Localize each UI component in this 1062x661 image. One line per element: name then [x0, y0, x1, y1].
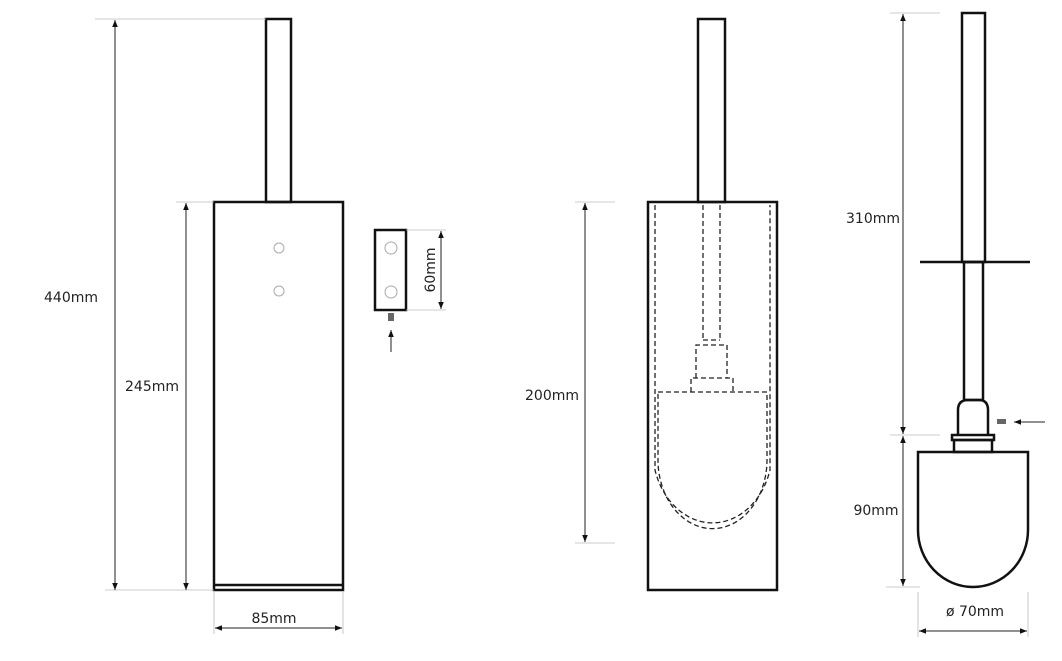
dimension-label-70: ø 70mm	[946, 604, 1004, 620]
brush-head	[916, 450, 1030, 589]
bracket-view: 60mm	[373, 228, 446, 352]
hidden-handle	[702, 205, 721, 341]
set-screw-icon	[997, 419, 1006, 424]
brush-neck	[956, 398, 990, 435]
brush-handle-top	[960, 11, 987, 264]
brush-handle-bottom	[962, 260, 985, 402]
inner-liner-hidden	[654, 205, 771, 524]
dimension-label-310: 310mm	[846, 211, 900, 227]
dimension-label-440: 440mm	[44, 290, 98, 306]
dimension-label-85: 85mm	[251, 611, 296, 627]
hidden-neck	[695, 344, 728, 378]
hidden-brush-head	[657, 391, 768, 530]
holder-body	[646, 200, 779, 592]
holder-body	[212, 200, 345, 592]
set-screw-icon	[388, 313, 394, 321]
brush-handle	[696, 17, 727, 204]
mounting-hole	[273, 285, 285, 297]
dimension-label-200: 200mm	[525, 388, 579, 404]
brush-ferrule	[952, 438, 994, 454]
brush-handle	[264, 17, 293, 204]
wall-bracket	[373, 228, 408, 312]
mounting-hole	[273, 242, 285, 254]
mounting-hole	[384, 285, 398, 299]
brush-view: 310mm 90mm ø 70mm	[846, 11, 1045, 637]
front-view: 440mm 245mm 85mm	[44, 17, 345, 634]
section-view: 200mm	[525, 17, 779, 592]
hidden-collar	[690, 377, 734, 392]
dimension-label-245: 245mm	[125, 379, 179, 395]
dimension-label-60: 60mm	[423, 247, 439, 292]
mounting-hole	[384, 241, 398, 255]
dimension-label-90: 90mm	[853, 503, 898, 519]
